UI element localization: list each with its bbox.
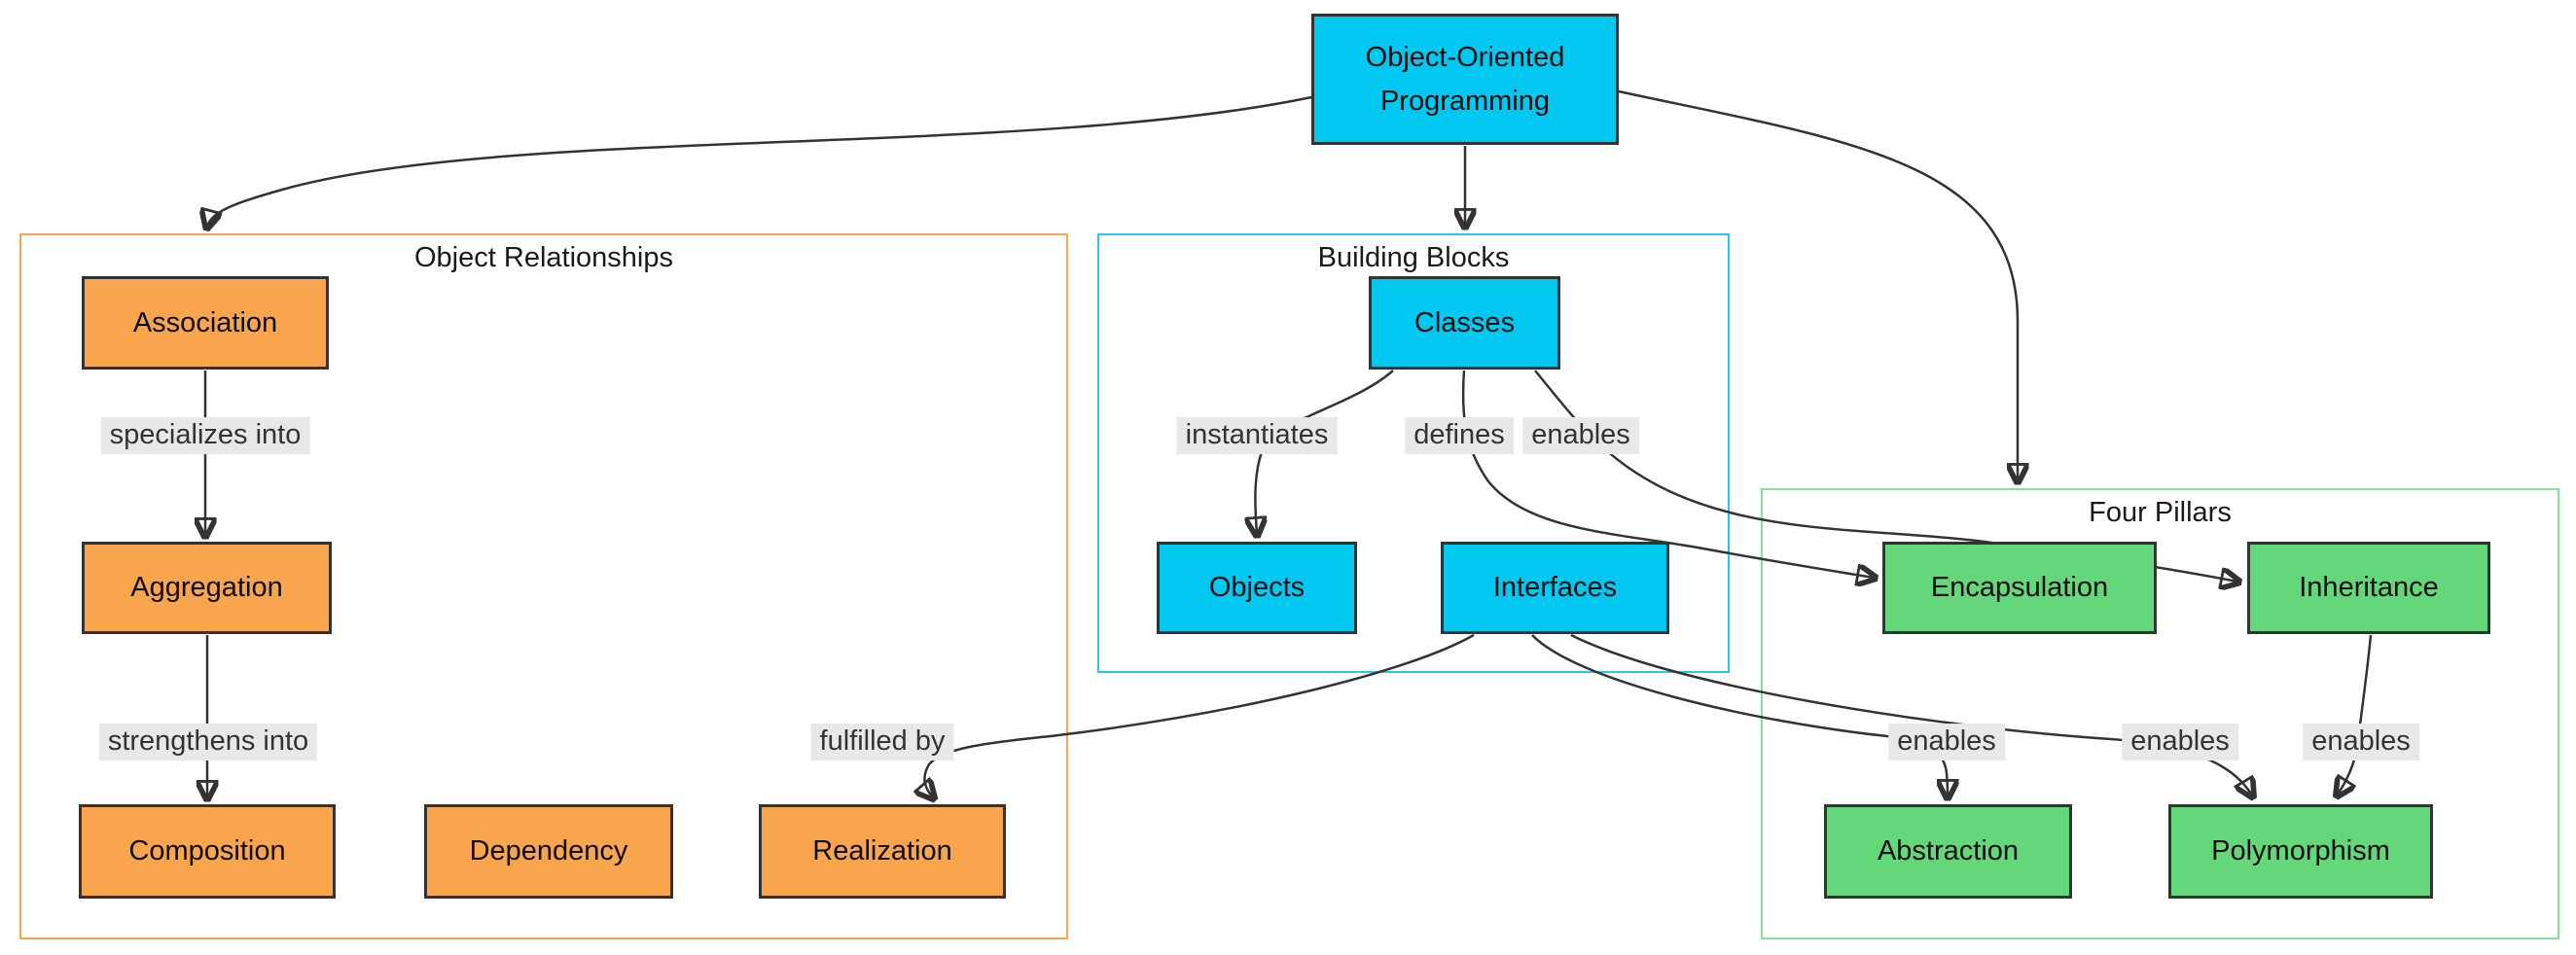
node-objects: Objects [1157, 542, 1357, 634]
edge-interfaces-to-abstraction [1531, 634, 1948, 796]
node-object-oriented-programming: Object-Oriented Programming [1311, 14, 1619, 145]
edge-label-specializes-into: specializes into [100, 417, 310, 454]
node-classes: Classes [1369, 276, 1560, 370]
subgraph-four-pillars: Four Pillars [1761, 488, 2559, 939]
edge-interfaces-to-realization [924, 633, 1475, 797]
node-realization-label: Realization [812, 835, 952, 867]
subgraph-title-four-pillars: Four Pillars [2089, 497, 2232, 528]
edge-label-enables-inheritance: enables [1522, 417, 1639, 454]
node-oop-line1: Object-Oriented [1365, 41, 1565, 73]
edge-label-fulfilled-by: fulfilled by [810, 724, 954, 760]
edge-inheritance-to-polymorphism [2338, 634, 2373, 795]
node-dependency: Dependency [424, 804, 673, 899]
edge-label-enables-polymorphism-2: enables [2303, 724, 2419, 760]
node-aggregation-label: Aggregation [130, 572, 283, 603]
node-interfaces: Interfaces [1441, 542, 1669, 634]
node-association-label: Association [132, 306, 278, 338]
edge-interfaces-to-polymorphism [1570, 633, 2252, 796]
node-oop-line2: Programming [1379, 85, 1551, 117]
node-inheritance-label: Inheritance [2299, 572, 2439, 603]
node-dependency-label: Dependency [469, 835, 628, 867]
node-abstraction: Abstraction [1824, 804, 2072, 899]
edge-oop-to-four-pillars [1618, 89, 2018, 480]
node-aggregation: Aggregation [82, 542, 332, 634]
node-abstraction-label: Abstraction [1877, 835, 2020, 867]
subgraph-object-relationships: Object Relationships [19, 233, 1068, 939]
node-classes-label: Classes [1413, 306, 1516, 338]
subgraph-title-building-blocks: Building Blocks [1317, 242, 1510, 273]
node-objects-label: Objects [1208, 572, 1306, 603]
node-polymorphism-label: Polymorphism [2211, 835, 2390, 867]
node-polymorphism: Polymorphism [2168, 804, 2433, 899]
node-association: Association [82, 276, 329, 370]
edge-label-defines: defines [1405, 417, 1514, 454]
edge-label-strengthens-into: strengthens into [98, 724, 318, 760]
node-composition: Composition [79, 804, 336, 899]
edge-oop-to-object-relationships [207, 95, 1312, 227]
node-composition-label: Composition [128, 835, 286, 867]
node-inheritance: Inheritance [2247, 542, 2490, 634]
edge-label-enables-polymorphism-1: enables [2122, 724, 2238, 760]
node-encapsulation: Encapsulation [1882, 542, 2157, 634]
edge-label-enables-abstraction: enables [1888, 724, 2005, 760]
subgraph-title-object-relationships: Object Relationships [414, 242, 673, 273]
subgraph-building-blocks: Building Blocks [1097, 233, 1730, 673]
edge-label-instantiates: instantiates [1176, 417, 1338, 454]
node-interfaces-label: Interfaces [1492, 572, 1618, 603]
node-encapsulation-label: Encapsulation [1930, 572, 2109, 603]
node-realization: Realization [759, 804, 1006, 899]
